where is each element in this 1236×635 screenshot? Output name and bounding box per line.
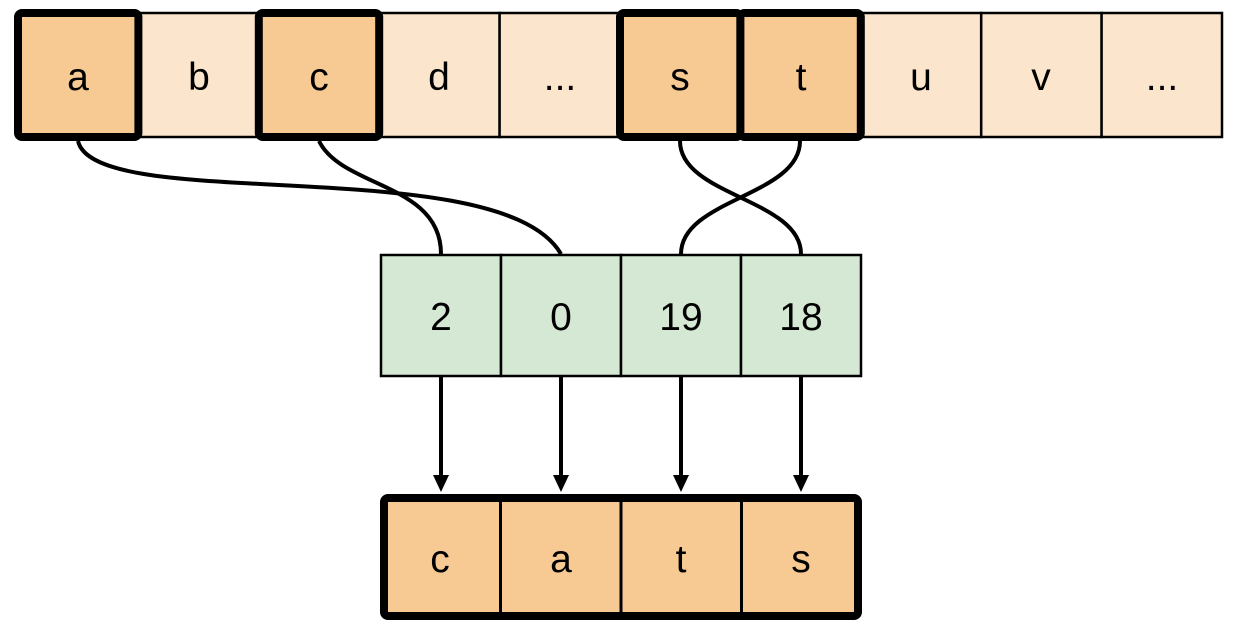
output-letter-a: a [550,538,572,581]
connector-a-to-0 [76,140,563,256]
output-row: c a t s [380,494,862,620]
output-letter-s: s [791,538,811,581]
index-cell-0 [499,253,623,378]
index-value-0: 0 [550,296,572,339]
alphabet-label-d: d [428,56,450,99]
alphabet-label-s: s [670,56,690,99]
connector-t-to-19 [679,140,802,255]
index-value-2: 2 [430,296,452,339]
alphabet-label-u: u [910,56,932,99]
alphabet-label-v: v [1031,56,1051,99]
alphabet-row: a b c d ... s t u v ... [14,9,1224,141]
alphabet-label-t: t [796,56,807,99]
index-row: 2 0 19 18 [379,253,863,378]
arrow-head-4 [793,475,809,492]
index-to-output-arrows [433,377,809,492]
index-value-19: 19 [659,296,702,339]
alphabet-label-c: c [309,56,329,99]
letter-to-index-connectors [76,140,803,256]
output-letter-t: t [676,538,687,581]
alphabet-cell-b [137,11,261,139]
index-cell-2 [379,253,503,378]
alphabet-label-b: b [188,56,210,99]
alphabet-label-a: a [67,56,89,99]
alphabet-cell-ellipsis-1 [498,11,622,139]
output-letter-c: c [430,538,450,581]
connector-c-to-2 [317,140,443,255]
alphabet-cell-d [377,11,501,139]
alphabet-cell-v [979,11,1103,139]
alphabet-label-ellipsis-1: ... [544,56,577,99]
arrow-head-3 [673,475,689,492]
alphabet-cell-ellipsis-2 [1100,11,1224,139]
alphabet-cell-t-highlighted [736,9,865,141]
alphabet-cell-c-highlighted [254,9,384,141]
index-cell-18 [739,253,863,378]
arrow-head-1 [433,475,449,492]
alphabet-label-ellipsis-2: ... [1146,56,1179,99]
index-value-18: 18 [779,296,822,339]
arrow-head-2 [553,475,569,492]
alphabet-cell-a-highlighted [14,9,143,141]
